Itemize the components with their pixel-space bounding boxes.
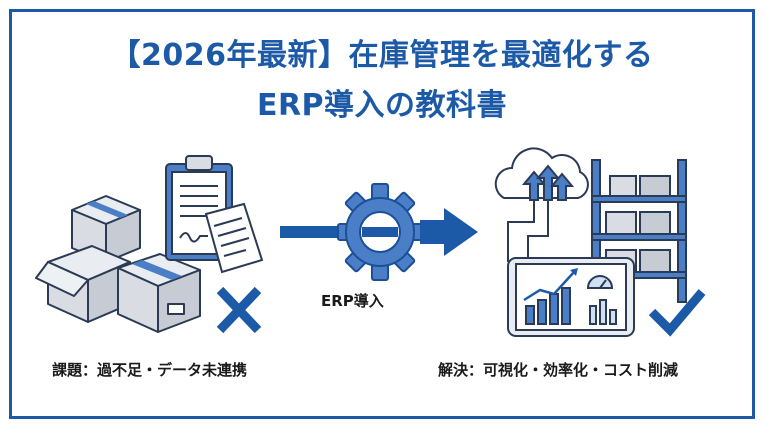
- title-line-1: 【2026年最新】在庫管理を最適化する: [110, 38, 654, 73]
- arrow-head-icon: [420, 208, 478, 256]
- document-icon: [204, 202, 264, 274]
- problem-caption: 課題：過不足・データ未連携: [52, 361, 248, 379]
- dashboard-icon: [507, 257, 635, 337]
- solution-caption: 解決：可視化・効率化・コスト削減: [438, 361, 679, 379]
- cloud-upload-icon: [494, 147, 589, 262]
- gear-icon: [337, 183, 423, 281]
- erp-label: ERP導入: [321, 292, 384, 310]
- check-mark-icon: [648, 289, 706, 337]
- title-line-2: ERP導入の教科書: [256, 88, 508, 123]
- boxes-icon: [35, 195, 201, 333]
- x-mark-icon: [216, 286, 262, 334]
- arrow-line-icon: [280, 226, 340, 238]
- page-border: [9, 9, 755, 419]
